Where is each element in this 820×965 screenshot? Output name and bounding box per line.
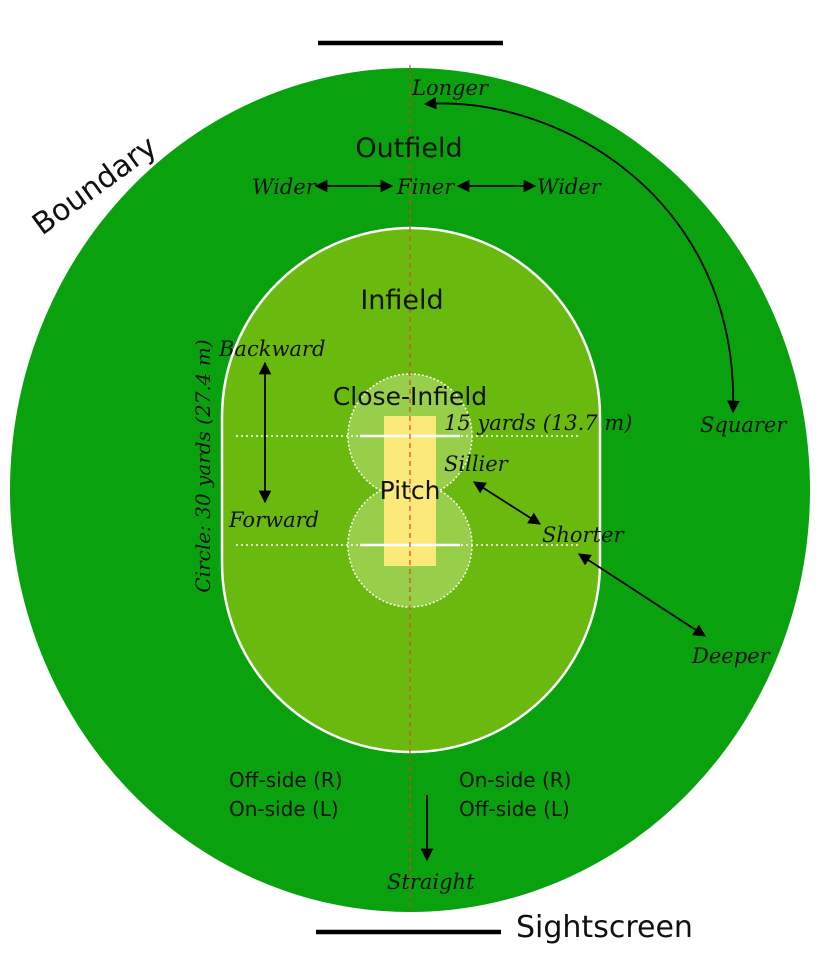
sillier-shorter-arrow (472, 481, 542, 525)
direction-longer: Longer (411, 76, 490, 100)
direction-backward: Backward (218, 337, 325, 361)
pitch-label: Pitch (380, 476, 441, 505)
shorter-deeper-arrow (577, 553, 707, 637)
close-radius-label: 15 yards (13.7 m) (444, 411, 632, 435)
side-label-left-1: Off-side (R) (229, 768, 343, 792)
longer-squarer-arrow (423, 96, 740, 414)
outfield-label: Outfield (355, 133, 462, 164)
direction-straight: Straight (387, 870, 475, 894)
infield-label: Infield (360, 285, 443, 316)
direction-sillier: Sillier (444, 452, 510, 476)
side-label-right-2: Off-side (L) (459, 797, 570, 821)
direction-deeper: Deeper (691, 644, 772, 668)
direction-squarer: Squarer (700, 413, 788, 437)
side-label-left-2: On-side (L) (229, 797, 339, 821)
side-label-right-1: On-side (R) (459, 768, 571, 792)
sightscreen-label: Sightscreen (516, 910, 693, 945)
direction-finer: Finer (396, 175, 456, 199)
circle-label: Circle: 30 yards (27.4 m) (191, 339, 215, 592)
direction-wider-left: Wider (252, 175, 318, 199)
close-infield-label: Close-Infield (333, 382, 487, 411)
direction-shorter: Shorter (542, 523, 625, 547)
direction-forward: Forward (228, 508, 319, 532)
direction-wider-right: Wider (537, 175, 603, 199)
